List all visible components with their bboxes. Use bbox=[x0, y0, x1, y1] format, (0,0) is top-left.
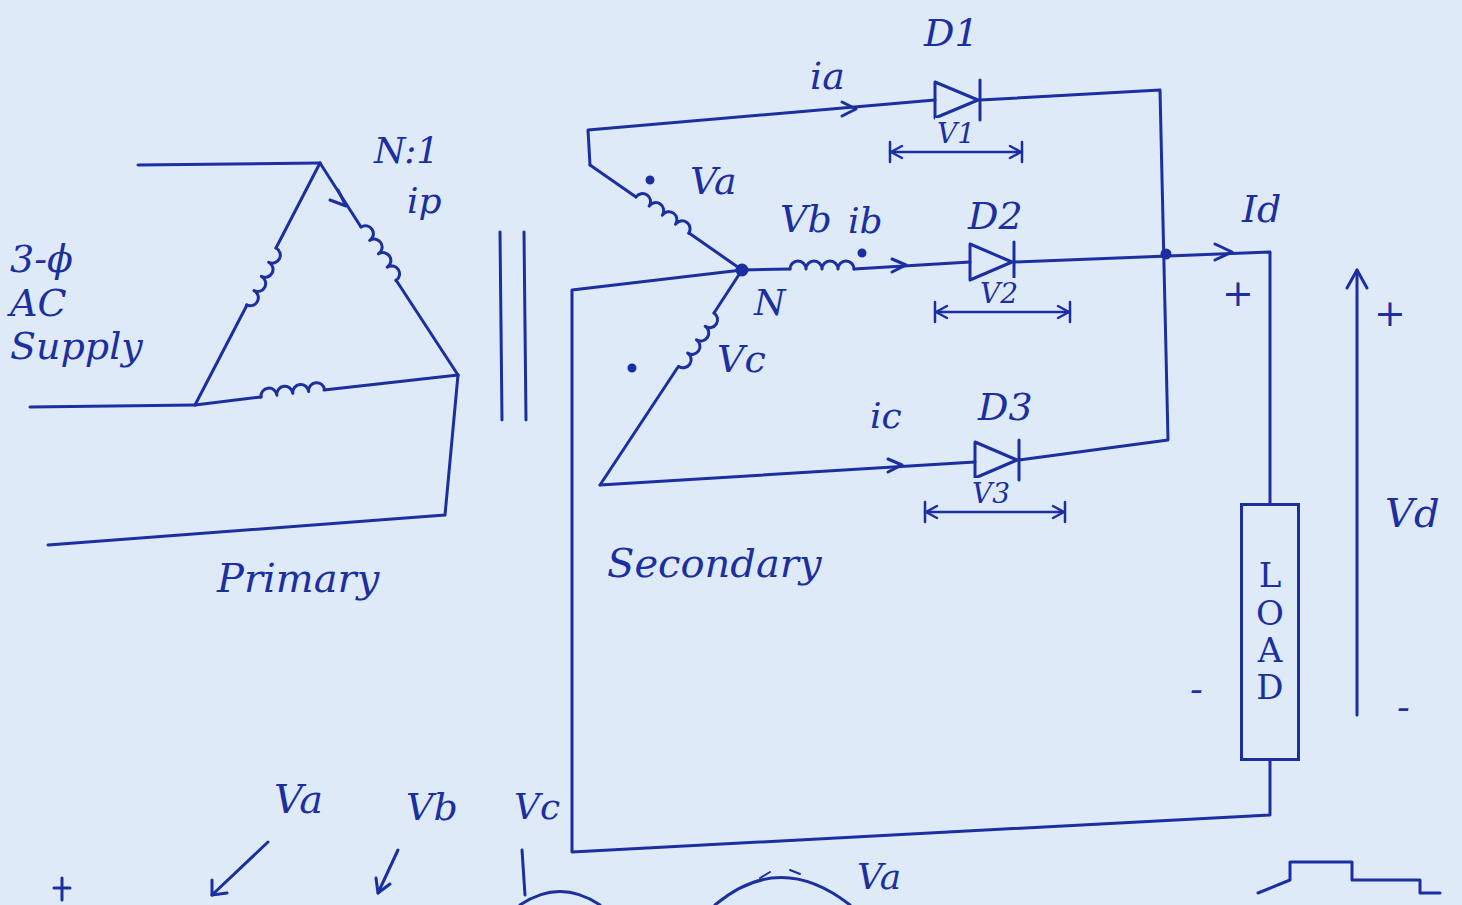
phase-voltage-label: Vc bbox=[715, 338, 768, 382]
turns-ratio: N:1 bbox=[372, 130, 441, 171]
output-voltage-label: Vd bbox=[1383, 490, 1442, 536]
polarity-sign: - bbox=[1188, 668, 1205, 712]
phase-voltage-label: Va bbox=[688, 160, 739, 204]
wiring bbox=[572, 90, 1270, 852]
polarity-sign: + bbox=[1220, 272, 1256, 316]
neutral-label: N bbox=[752, 282, 788, 323]
voltage-label: V1 bbox=[935, 118, 977, 150]
waveform-label: Va bbox=[855, 856, 903, 897]
secondary-star bbox=[590, 165, 970, 485]
voltage-label: V3 bbox=[970, 478, 1012, 510]
transformer-core bbox=[500, 232, 526, 420]
secondary-label: Secondary bbox=[605, 540, 824, 586]
output-voltage-arrow bbox=[1347, 270, 1367, 715]
waveform-label: Va bbox=[272, 776, 325, 822]
waveform-label: Vb bbox=[404, 786, 460, 830]
polarity-sign: - bbox=[1395, 686, 1412, 730]
current-label: ip bbox=[405, 180, 444, 221]
load-box: LOAD bbox=[1240, 503, 1300, 761]
waveform-sketch bbox=[54, 842, 1440, 905]
voltage-marker bbox=[890, 142, 1070, 522]
current-label: ib bbox=[846, 200, 885, 241]
supply-label: 3-ϕ AC Supply bbox=[8, 238, 124, 369]
waveform-label: Vc bbox=[512, 786, 562, 827]
load-text: LOAD bbox=[1253, 557, 1287, 707]
phase-voltage-label: Vb bbox=[778, 198, 834, 242]
diode-label: D1 bbox=[922, 12, 981, 56]
primary-label: Primary bbox=[215, 555, 381, 601]
current-label: ic bbox=[868, 395, 904, 436]
voltage-label: V2 bbox=[978, 278, 1020, 310]
polarity-sign: + bbox=[1372, 292, 1408, 336]
diode-label: D3 bbox=[976, 386, 1035, 430]
diode-label: D2 bbox=[966, 195, 1025, 239]
current-label: Id bbox=[1240, 188, 1283, 232]
current-label: ia bbox=[808, 55, 847, 99]
